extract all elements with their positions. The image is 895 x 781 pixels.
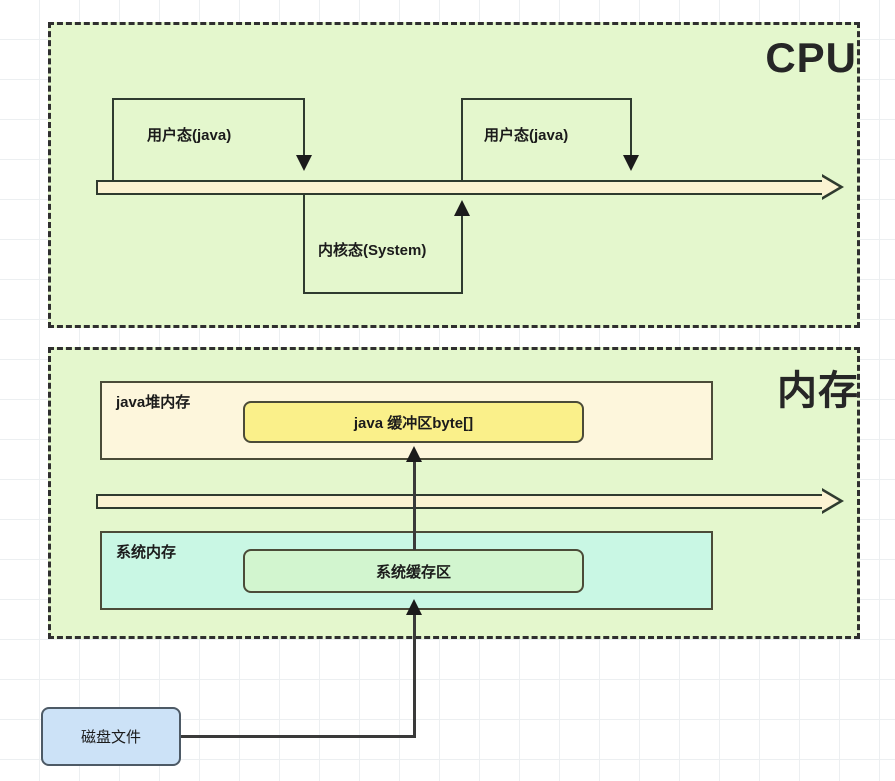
cpu-timeline-arrowhead-fill: [822, 177, 839, 197]
disk-to-system-memory-horizontal: [181, 735, 416, 738]
memory-region-title: 内存: [777, 369, 859, 413]
java-buffer-box: java 缓冲区byte[]: [243, 401, 584, 443]
kernel-mode-label: 内核态(System): [318, 242, 427, 259]
cpu-timeline-shaft: [96, 180, 824, 195]
cpu-timeline-arrow: [96, 174, 846, 200]
user-mode-2-arrowhead-icon: [623, 155, 639, 171]
user-mode-2-right-descender: [630, 98, 632, 156]
kernel-mode-bottom-segment: [303, 292, 463, 294]
memory-timeline-arrowhead-fill: [822, 491, 839, 511]
kernel-mode-right-riser: [461, 215, 463, 293]
kernel-mode-arrowhead-icon: [454, 200, 470, 216]
user-mode-1-left-riser: [112, 98, 114, 182]
user-mode-1-right-descender: [303, 98, 305, 156]
user-mode-2-top-segment: [461, 98, 632, 100]
memory-timeline-arrow: [96, 488, 846, 514]
disk-to-system-memory-riser: [413, 614, 416, 737]
user-mode-1-arrowhead-icon: [296, 155, 312, 171]
disk-file-node[interactable]: 磁盘文件: [41, 707, 181, 766]
user-mode-1-top-segment: [112, 98, 305, 100]
system-buffer-box: 系统缓存区: [243, 549, 584, 593]
user-mode-2-left-riser: [461, 98, 463, 182]
cpu-region: [48, 22, 860, 328]
java-heap-label: java堆内存: [116, 394, 191, 411]
user-mode-2-label: 用户态(java): [484, 127, 569, 144]
cpu-region-title: CPU: [765, 34, 857, 81]
system-to-java-buffer-connector: [413, 462, 416, 550]
memory-timeline-shaft: [96, 494, 824, 509]
system-memory-label: 系统内存: [116, 544, 177, 561]
system-to-java-buffer-arrowhead-icon: [406, 446, 422, 462]
user-mode-1-label: 用户态(java): [147, 127, 232, 144]
disk-to-system-memory-arrowhead-icon: [406, 599, 422, 615]
kernel-mode-left-descender: [303, 190, 305, 294]
